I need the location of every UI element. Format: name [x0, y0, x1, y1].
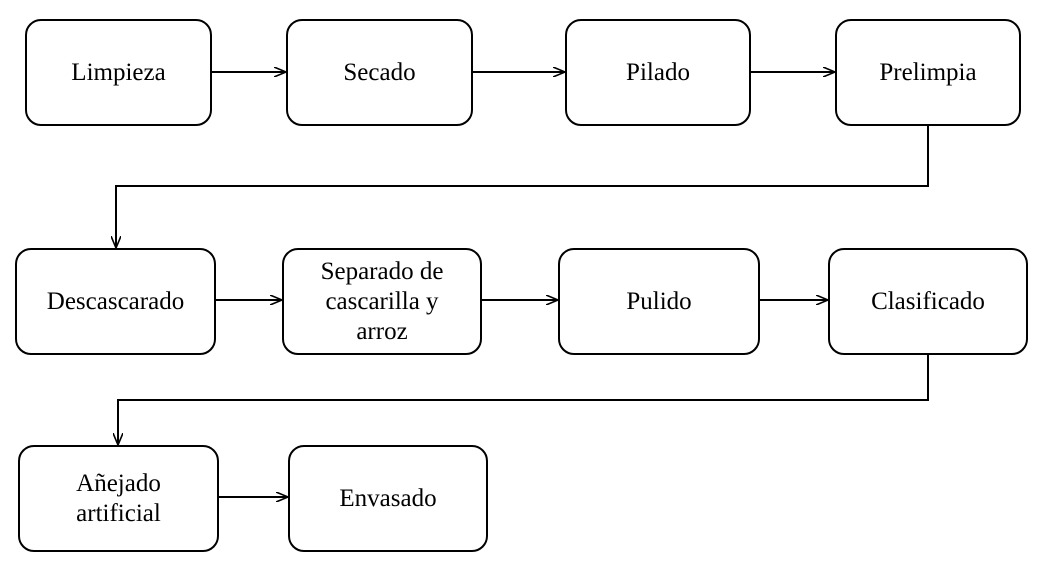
step-label: Añejado artificial: [76, 469, 161, 527]
step-label: Secado: [343, 58, 416, 86]
step-prelimpia: Prelimpia: [835, 19, 1021, 126]
step-label: Separado de cascarilla y arroz: [320, 257, 444, 345]
step-separado-de-cascarilla-y-arroz: Separado de cascarilla y arroz: [282, 248, 482, 355]
step-label: Pulido: [626, 287, 692, 315]
step-pilado: Pilado: [565, 19, 751, 126]
arrow-clasificado-to-anejado: [118, 354, 929, 444]
step-clasificado: Clasificado: [828, 248, 1028, 355]
step-label: Descascarado: [46, 287, 185, 315]
arrow-prelimpia-to-descascarado: [116, 125, 929, 247]
step-limpieza: Limpieza: [25, 19, 212, 126]
step-secado: Secado: [286, 19, 473, 126]
step-pulido: Pulido: [558, 248, 760, 355]
step-label: Clasificado: [871, 287, 985, 315]
step-label: Prelimpia: [879, 58, 977, 86]
step-label: Envasado: [339, 484, 437, 512]
step-descascarado: Descascarado: [15, 248, 216, 355]
step-anejado-artificial: Añejado artificial: [18, 445, 219, 552]
step-envasado: Envasado: [288, 445, 488, 552]
step-label: Pilado: [626, 58, 690, 86]
step-label: Limpieza: [71, 58, 166, 86]
